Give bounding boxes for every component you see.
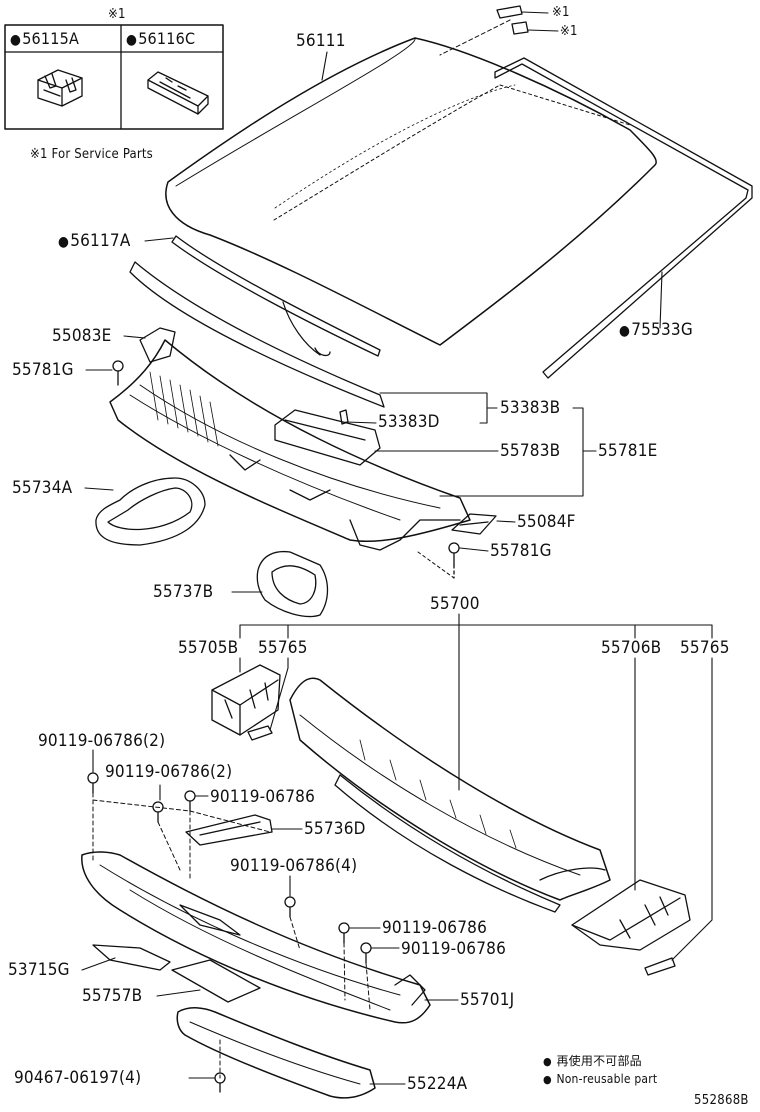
part-label-55781g-b: 55781G xyxy=(490,541,552,561)
part-label-55765-b: 55765 xyxy=(680,638,730,658)
part-label-53383d: 53383D xyxy=(378,412,440,432)
part-label-bolt-90119-06786-a: 90119-06786 xyxy=(210,787,316,807)
windshield-molding-lower xyxy=(129,235,385,408)
service-parts-top xyxy=(439,5,559,56)
legend-english: ● Non-reusable part xyxy=(543,1073,657,1085)
part-label-53383b: 53383B xyxy=(500,398,561,418)
bullet-icon: ● xyxy=(10,32,22,48)
clip-56116c-drawing xyxy=(147,71,209,115)
bullet-icon: ● xyxy=(58,234,70,250)
inset-part-56115a-label: 56115A xyxy=(22,29,80,48)
bracket-55706b xyxy=(571,879,691,976)
part-label-55736d: 55736D xyxy=(304,819,366,839)
pad-55757b xyxy=(171,959,261,1003)
service-marker-1: ※1 xyxy=(552,5,570,20)
inset-note-marker: ※1 xyxy=(108,7,126,22)
legend-english-text: Non-reusable part xyxy=(556,1072,658,1086)
part-label-55781g-a: 55781G xyxy=(12,360,74,380)
bullet-icon: ● xyxy=(543,1073,552,1086)
part-label-55700: 55700 xyxy=(430,594,480,614)
part-label-55083e: 55083E xyxy=(52,326,112,346)
cowl-louver-upper xyxy=(109,327,497,551)
seal-55737b xyxy=(256,550,329,618)
part-label-55757b: 55757B xyxy=(82,986,143,1006)
bullet-icon: ● xyxy=(126,32,138,48)
part-label-55084f: 55084F xyxy=(517,512,576,532)
part-label-56117a: ●56117A xyxy=(58,233,131,250)
part-label-bolt-90119-06786-2-b: 90119-06786(2) xyxy=(105,762,233,782)
leader-lines xyxy=(81,51,713,1085)
part-label-55737b: 55737B xyxy=(153,582,214,602)
inset-part-56116c-label: 56116C xyxy=(138,29,196,48)
seal-55734a xyxy=(95,477,206,546)
inset-box xyxy=(4,24,224,130)
part-label-75533g-text: 75533G xyxy=(631,320,693,340)
windshield-glass xyxy=(165,37,657,357)
legend-japanese: ● 再使用不可部品 xyxy=(543,1055,642,1067)
part-label-53715g: 53715G xyxy=(8,960,70,980)
clip-56115a-drawing xyxy=(37,69,83,107)
part-label-bolt-90467-06197-4: 90467-06197(4) xyxy=(14,1068,142,1088)
part-label-75533g: ●75533G xyxy=(619,322,693,339)
clip-screws xyxy=(112,360,460,579)
weatherstrip-75533g xyxy=(494,57,753,379)
diagram-reference-code: 552868B xyxy=(694,1093,749,1108)
bullet-icon: ● xyxy=(543,1055,552,1068)
part-label-55705b: 55705B xyxy=(178,638,239,658)
part-label-55781e: 55781E xyxy=(598,441,658,461)
part-label-55765-a: 55765 xyxy=(258,638,308,658)
brace-55736d xyxy=(185,814,273,846)
part-label-56117a-text: 56117A xyxy=(70,231,131,251)
part-label-55224a: 55224A xyxy=(407,1074,468,1094)
part-label-56111: 56111 xyxy=(296,31,346,51)
part-label-bolt-90119-06786-2-a: 90119-06786(2) xyxy=(38,731,166,751)
legend-japanese-text: 再使用不可部品 xyxy=(556,1054,642,1068)
inset-part-56115a: ●56115A xyxy=(10,29,80,48)
part-label-bolt-90119-06786-c: 90119-06786 xyxy=(401,939,507,959)
cowl-lower-55701j xyxy=(81,851,431,1024)
part-label-55783b: 55783B xyxy=(500,441,561,461)
part-label-55734a: 55734A xyxy=(12,478,73,498)
bracket-55705b xyxy=(211,664,281,741)
cowl-cover-55224a xyxy=(176,1007,376,1099)
part-label-55701j: 55701J xyxy=(460,990,515,1010)
strip-53715g xyxy=(92,944,171,971)
service-marker-2: ※1 xyxy=(560,24,578,39)
part-label-55706b: 55706B xyxy=(601,638,662,658)
inset-footnote: ※1 For Service Parts xyxy=(30,147,153,162)
part-label-bolt-90119-06786-4: 90119-06786(4) xyxy=(230,856,358,876)
cowl-panel-55700 xyxy=(289,677,611,913)
bullet-icon: ● xyxy=(619,323,631,339)
inset-part-56116c: ●56116C xyxy=(126,29,196,48)
part-label-bolt-90119-06786-b: 90119-06786 xyxy=(382,918,488,938)
bolts-lower xyxy=(87,772,372,1093)
